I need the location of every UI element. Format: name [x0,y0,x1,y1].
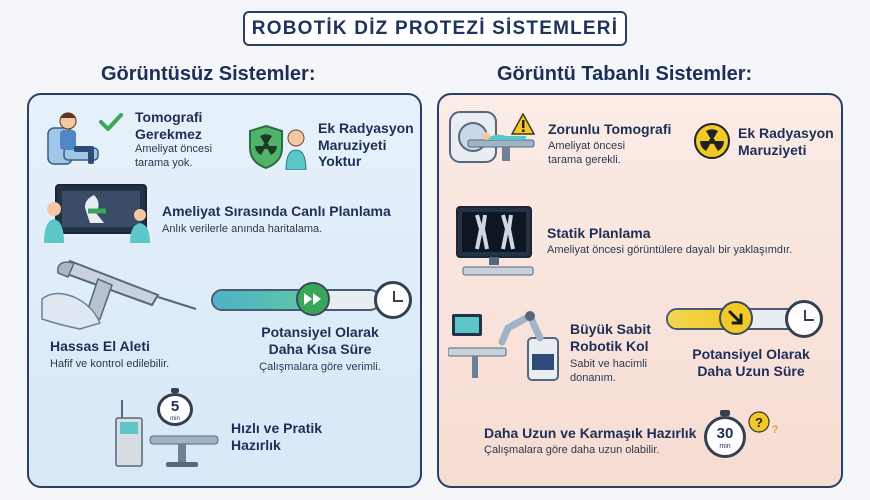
short-timer-value: 5 [170,398,180,415]
shield-radiation-icon [249,124,307,170]
stopwatch-icon-right: 30 min [704,410,746,458]
surgery-monitor-icon [44,184,150,243]
complex-setup-title: Daha Uzun ve Karmaşık Hazırlık [484,425,697,441]
svg-text:?: ? [772,424,779,436]
mandatory-ct-sub: Ameliyat öncesi tarama gerekli. [548,140,626,167]
no-ct-title: Tomografi Gerekmez [135,109,203,142]
robot-arm-icon [448,311,559,381]
question-icon: ? ? [748,411,779,436]
xray-monitor-icon [456,206,534,276]
patient-icon [47,112,99,165]
fixed-robot-arm-title: Büyük Sabit Robotik Kol [570,321,651,354]
long-timer-value: 30 [716,425,734,442]
left-column-heading: Görüntüsüz Sistemler: [101,63,316,85]
ct-scanner-icon [449,111,535,163]
fast-forward-icon [296,282,330,316]
static-planning-sub: Ameliyat öncesi görüntülere dayalı bir y… [547,244,793,256]
stopwatch-icon: 5 min [157,388,193,426]
fixed-robot-arm-sub: Sabit ve hacimli donanım. [570,358,648,385]
clock-icon [374,281,412,319]
operating-room-icon [115,400,219,467]
svg-text:?: ? [755,415,763,430]
complex-setup-sub: Çalışmalara göre daha uzun olabilir. [484,444,660,456]
page-title: ROBOTİK DİZ PROTEZİ SİSTEMLERİ [243,11,627,46]
shorter-duration-title: Potansiyel Olarak Daha Kısa Süre [261,324,379,357]
check-icon [99,113,123,131]
no-radiation-title: Ek Radyasyon Maruziyeti Yoktur [318,120,414,170]
arrow-down-right-icon [719,301,753,335]
warning-icon [511,113,535,135]
no-ct-sub: Ameliyat öncesi tarama yok. [135,143,213,170]
mandatory-ct-title: Zorunlu Tomografi [548,121,672,137]
shorter-duration-sub: Çalışmalara göre verimli. [259,361,381,373]
right-column-heading: Görüntü Tabanlı Sistemler: [497,63,753,85]
handpiece-sub: Hafif ve kontrol edilebilir. [50,358,170,370]
longer-duration-fill [668,310,734,328]
clock-icon-right [785,300,823,338]
fast-setup-title: Hızlı ve Pratik Hazırlık [231,420,323,453]
live-planning-sub: Anlık verilerle anında haritalama. [162,223,323,235]
handpiece-title: Hassas El Aleti [50,338,150,354]
radiation-icon [694,123,730,159]
shorter-duration-fill [213,291,305,309]
live-planning-title: Ameliyat Sırasında Canlı Planlama [162,203,391,219]
short-timer-unit: min [170,416,180,422]
longer-duration-title: Potansiyel Olarak Daha Uzun Süre [692,346,810,379]
radiation-exposure-title: Ek Radyasyon Maruziyeti [738,125,834,158]
handpiece-icon [41,259,197,330]
long-timer-unit: min [719,443,731,450]
static-planning-title: Statik Planlama [547,225,651,241]
